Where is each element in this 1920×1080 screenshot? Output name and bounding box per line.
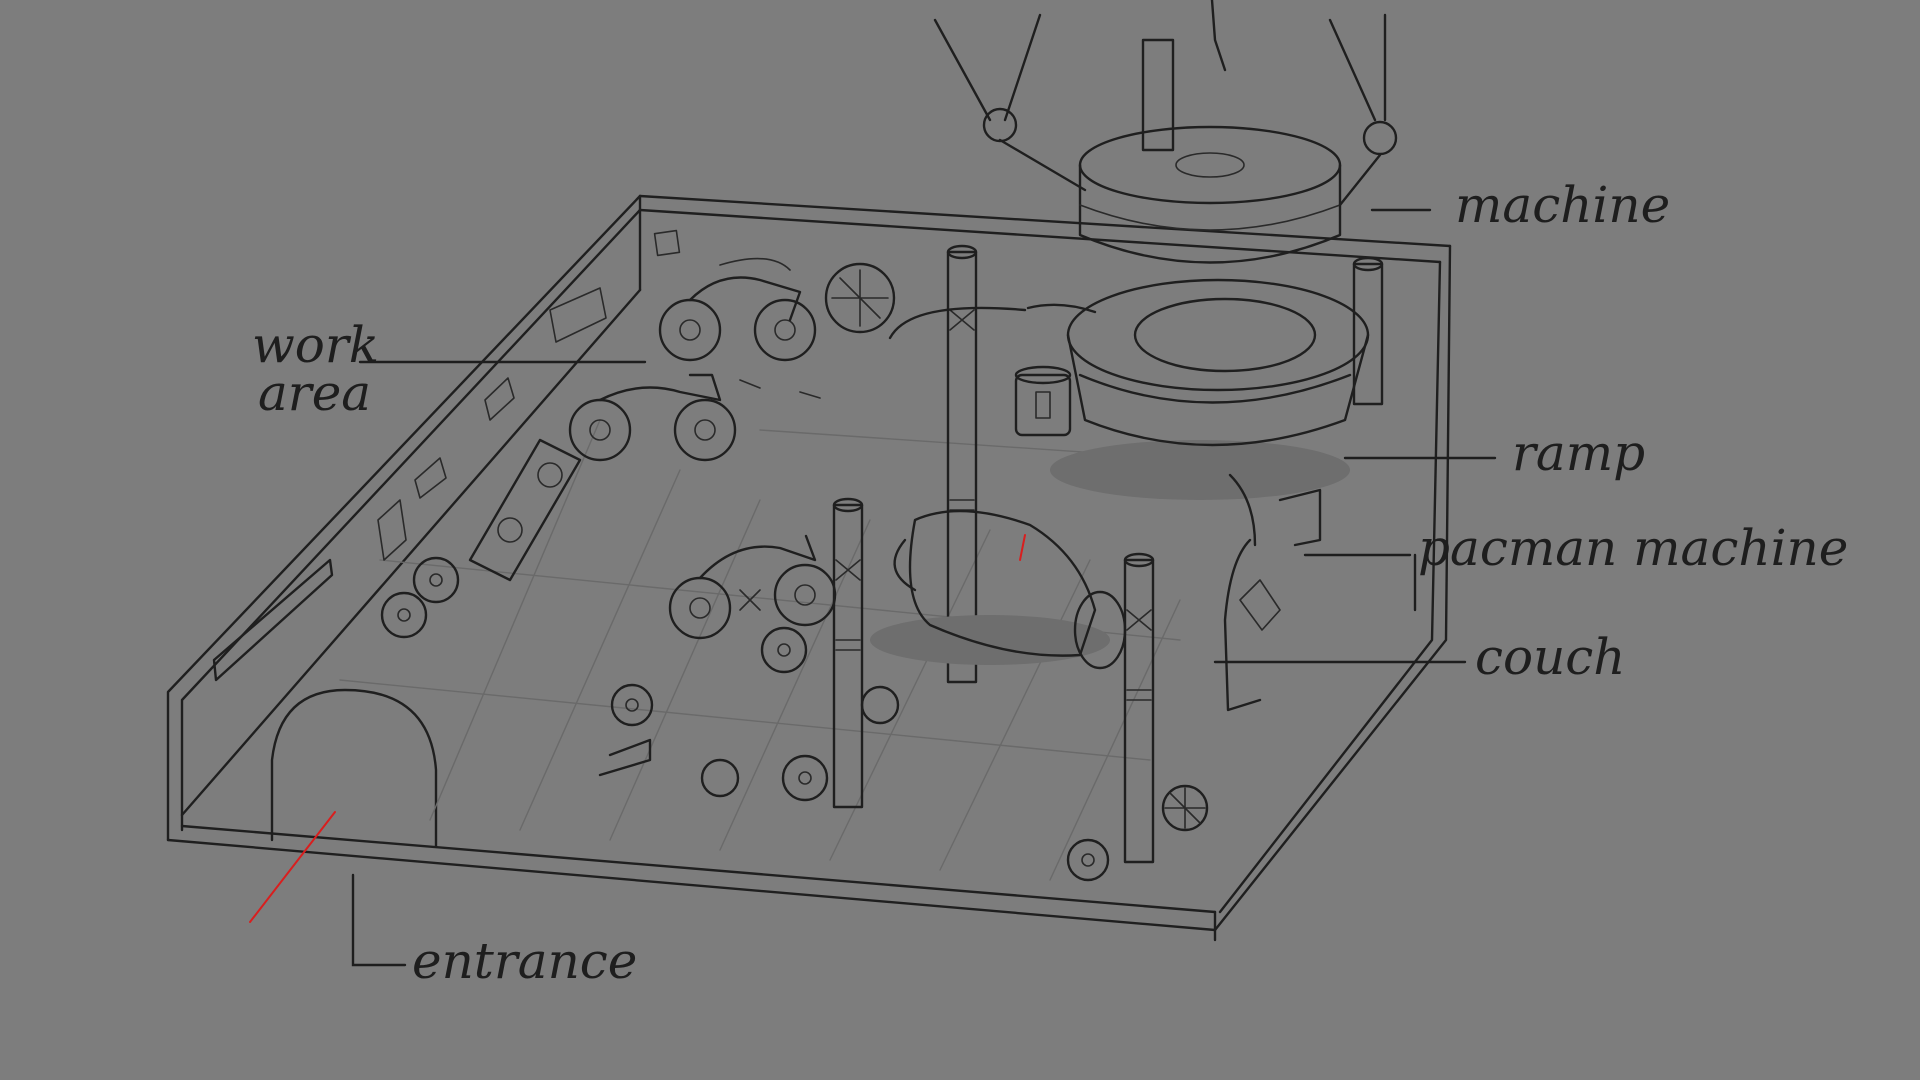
bike-wheel bbox=[673, 398, 737, 462]
bike-wheel bbox=[668, 576, 732, 640]
wrench-part bbox=[598, 738, 652, 777]
workbench bbox=[468, 438, 582, 582]
label-couch: couch bbox=[1475, 628, 1626, 686]
poster bbox=[484, 377, 515, 421]
motorcycle-middle bbox=[568, 373, 737, 462]
arcade-screen bbox=[1239, 579, 1281, 631]
back-wall-inner-edge bbox=[638, 208, 1442, 264]
motorcycle-top bbox=[658, 257, 817, 362]
machine-arm-left bbox=[933, 13, 1042, 122]
leader-lines bbox=[351, 208, 1497, 967]
arm-joint bbox=[1362, 120, 1398, 156]
pillar bbox=[1123, 558, 1155, 864]
poster bbox=[414, 457, 447, 499]
ramp-slope bbox=[888, 306, 1027, 340]
bike-wheel bbox=[753, 298, 817, 362]
label-work-area-line2: area bbox=[258, 364, 371, 422]
pillar-right bbox=[1352, 256, 1384, 406]
room-shell bbox=[166, 194, 1452, 942]
poster bbox=[377, 499, 407, 561]
scattered-parts bbox=[380, 262, 1209, 882]
left-wall-floor-line bbox=[180, 288, 642, 817]
poster bbox=[653, 229, 681, 257]
pillar bbox=[832, 503, 864, 809]
arcade-body bbox=[1223, 538, 1262, 712]
workbench-top bbox=[468, 438, 582, 582]
tire bbox=[760, 626, 808, 674]
machine-cable bbox=[1210, 0, 1227, 72]
arm-joint bbox=[982, 107, 1018, 143]
gear bbox=[700, 758, 740, 798]
label-work-area-line1: work bbox=[252, 316, 379, 374]
ramp-curve bbox=[1228, 473, 1257, 547]
couch-red-mark bbox=[1019, 534, 1026, 561]
wall-shelf bbox=[212, 558, 334, 682]
tire bbox=[781, 754, 829, 802]
bike-body bbox=[598, 373, 722, 402]
front-wall-bottom bbox=[166, 838, 1217, 932]
bike-body bbox=[688, 276, 802, 322]
platform-top bbox=[1066, 278, 1370, 392]
tire bbox=[1066, 838, 1110, 882]
left-wall-inner bbox=[180, 208, 642, 832]
label-ramp: ramp bbox=[1512, 424, 1645, 482]
annotations: machine work area ramp pacman machine co… bbox=[252, 176, 1848, 990]
tire bbox=[412, 556, 460, 604]
pillar-front bbox=[1123, 552, 1155, 864]
tire bbox=[380, 591, 428, 639]
entrance-arch bbox=[270, 688, 438, 848]
machine bbox=[933, 0, 1398, 264]
leader-entrance bbox=[351, 873, 407, 967]
tire bbox=[824, 262, 896, 334]
back-wall-top-edge bbox=[638, 194, 1452, 248]
pacman-machine bbox=[1223, 488, 1322, 712]
machine-arm-right bbox=[1328, 13, 1387, 122]
pillar bbox=[946, 250, 978, 684]
label-pacman-machine: pacman machine bbox=[1418, 519, 1848, 577]
arcade-top bbox=[1278, 488, 1322, 547]
machine-body bbox=[1078, 163, 1342, 264]
couch-cushion bbox=[1073, 590, 1127, 670]
right-wall-inner bbox=[1218, 260, 1442, 914]
bike-wheel bbox=[658, 298, 722, 362]
right-wall-outer bbox=[1213, 244, 1452, 932]
pillar-back bbox=[946, 244, 978, 684]
bike-wheel bbox=[773, 563, 837, 627]
tire bbox=[610, 683, 654, 727]
bike-x-mark bbox=[739, 589, 761, 611]
gear bbox=[860, 685, 900, 725]
pillar-middle bbox=[832, 497, 864, 809]
machine-pipe bbox=[1141, 38, 1175, 152]
entrance-red-stroke bbox=[249, 811, 336, 923]
motorcycle-front bbox=[668, 534, 837, 640]
tire bbox=[1161, 784, 1209, 832]
left-wall-outer bbox=[166, 194, 642, 842]
bike-body bbox=[698, 534, 817, 580]
wall-decor bbox=[377, 229, 681, 561]
platform-body bbox=[1066, 333, 1370, 447]
label-machine: machine bbox=[1455, 176, 1670, 234]
machine-top bbox=[1078, 125, 1342, 205]
front-wall-top bbox=[180, 824, 1217, 914]
ramp bbox=[888, 278, 1370, 547]
bike-wheel bbox=[568, 398, 632, 462]
poster bbox=[549, 287, 607, 343]
pillar bbox=[1352, 262, 1384, 406]
label-entrance: entrance bbox=[412, 932, 637, 990]
wrench-part bbox=[739, 379, 821, 399]
canister bbox=[1014, 373, 1072, 437]
couch-arm bbox=[893, 538, 917, 592]
couch bbox=[870, 509, 1127, 670]
